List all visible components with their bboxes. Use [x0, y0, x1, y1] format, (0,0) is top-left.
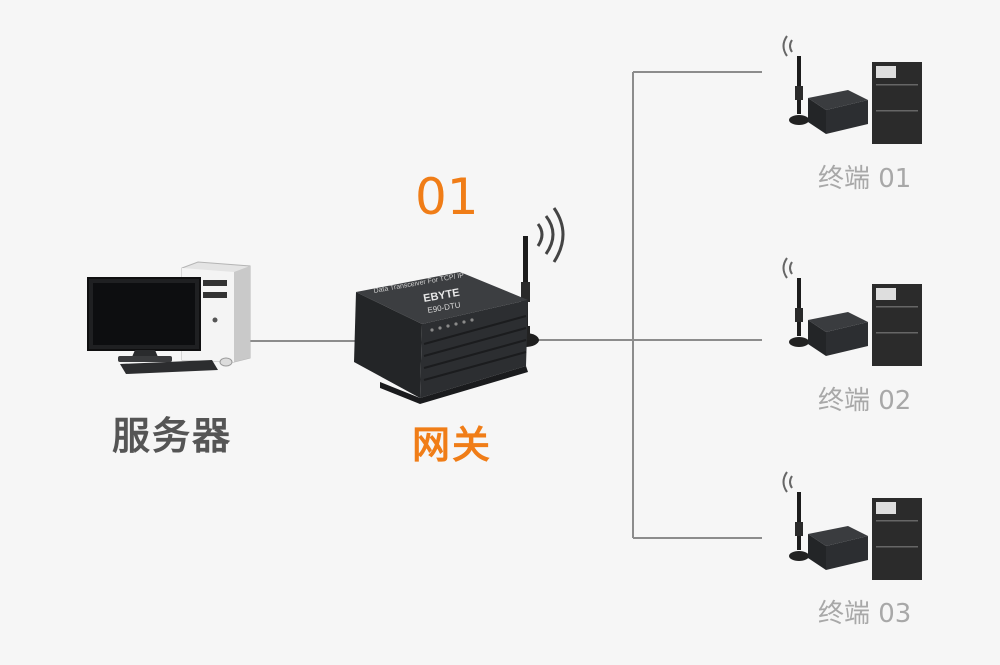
terminal-01-label: 终端 01 — [818, 164, 912, 194]
terminal-01-icon — [782, 35, 922, 144]
gateway-device-icon: Data Transceiver For TCP/ IP EBYTE E90-D… — [354, 207, 565, 404]
server-computer-icon — [87, 261, 251, 374]
terminal-03-label: 终端 03 — [818, 599, 912, 629]
server-label: 服务器 — [112, 414, 233, 458]
terminal-02-icon — [782, 257, 922, 366]
terminal-03-icon — [782, 471, 922, 580]
terminal-02-label: 终端 02 — [818, 386, 912, 416]
gateway-number: 01 — [415, 168, 479, 226]
gateway-label: 网关 — [412, 423, 493, 467]
